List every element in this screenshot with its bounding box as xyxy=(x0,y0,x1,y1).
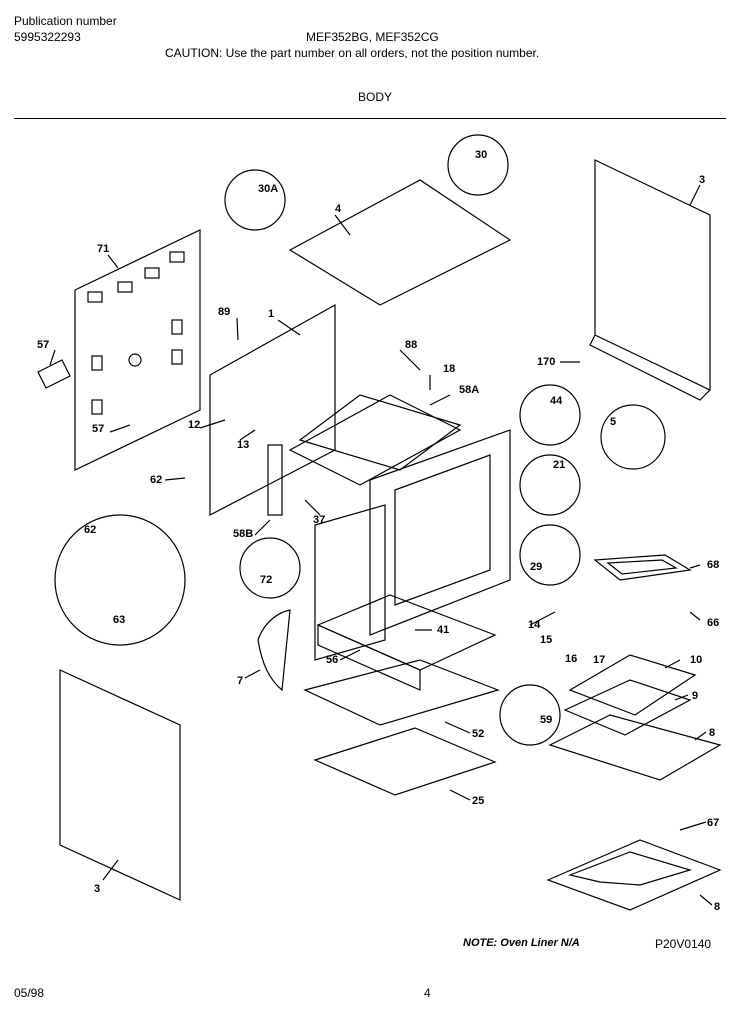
callout-58a: 58A xyxy=(459,384,479,396)
leader-lines xyxy=(49,184,713,906)
callout-30: 30 xyxy=(475,149,487,161)
callout-15: 15 xyxy=(540,634,552,646)
publication-number: 5995322293 xyxy=(14,30,81,44)
oven-cavity-top xyxy=(298,394,462,471)
panel-52 xyxy=(303,659,500,726)
callout-30a: 30A xyxy=(258,183,278,195)
callout-72: 72 xyxy=(260,574,272,586)
callout-58b: 58B xyxy=(233,528,253,540)
callout-57-lower: 57 xyxy=(92,423,104,435)
detail-circle-21 xyxy=(519,454,581,516)
detail-circle-44 xyxy=(519,384,581,446)
callout-67: 67 xyxy=(707,817,719,829)
callout-63: 63 xyxy=(113,614,125,626)
callout-88: 88 xyxy=(405,339,417,351)
callout-170: 170 xyxy=(537,356,555,368)
bracket-57 xyxy=(37,359,71,389)
callout-62-detail: 62 xyxy=(84,524,96,536)
insulation-58b xyxy=(267,444,283,516)
callout-labels: 30A 30 4 3 71 89 1 88 18 58A 57 57 12 13… xyxy=(37,149,720,913)
oven-liner-note: NOTE: Oven Liner N/A xyxy=(463,937,580,949)
callout-14: 14 xyxy=(528,619,541,631)
side-panel-3-bottom-rail xyxy=(589,334,711,401)
side-panel-3-left xyxy=(59,669,181,901)
oven-cavity-back xyxy=(288,394,462,486)
oven-lower-box xyxy=(314,504,386,661)
detail-circle-30 xyxy=(447,134,509,196)
oven-front-frame xyxy=(369,429,511,636)
callout-56: 56 xyxy=(326,654,338,666)
callout-4: 4 xyxy=(335,203,342,215)
callout-17: 17 xyxy=(593,654,605,666)
callout-21: 21 xyxy=(553,459,565,471)
detail-circle-5 xyxy=(600,404,666,470)
broil-element-66 xyxy=(593,554,692,581)
callout-37: 37 xyxy=(313,514,325,526)
panel-25 xyxy=(313,727,497,796)
callout-66: 66 xyxy=(707,617,719,629)
callout-8-tray: 8 xyxy=(714,901,720,913)
callout-3-left: 3 xyxy=(94,883,100,895)
callout-52: 52 xyxy=(472,728,484,740)
callout-7: 7 xyxy=(237,675,243,687)
model-numbers: MEF352BG, MEF352CG xyxy=(306,30,439,44)
broiler-insert-9 xyxy=(563,679,692,736)
top-panel-4 xyxy=(288,179,512,306)
detail-circle-62 xyxy=(54,514,186,646)
callout-89: 89 xyxy=(218,306,230,318)
broil-element-66-inner xyxy=(606,559,678,575)
detail-circle-72 xyxy=(239,537,301,599)
callout-29: 29 xyxy=(530,561,542,573)
callout-10: 10 xyxy=(690,654,702,666)
callout-62-upper: 62 xyxy=(150,474,162,486)
section-title: BODY xyxy=(358,90,393,104)
detail-circle-29 xyxy=(519,524,581,586)
callout-41: 41 xyxy=(437,624,449,636)
detail-circle-59 xyxy=(499,684,561,746)
callout-16: 16 xyxy=(565,653,577,665)
drawing-reference: P20V0140 xyxy=(655,937,712,951)
rear-frame-1 xyxy=(209,303,336,516)
callout-25: 25 xyxy=(472,795,484,807)
oven-front-opening xyxy=(394,454,491,606)
drawer-56 xyxy=(316,594,497,671)
callout-5: 5 xyxy=(610,416,616,428)
header-divider xyxy=(14,118,726,119)
publication-label: Publication number xyxy=(14,14,117,28)
broiler-pan-10 xyxy=(568,654,697,716)
callout-12: 12 xyxy=(188,419,200,431)
bake-element-67 xyxy=(567,851,693,886)
callout-9: 9 xyxy=(692,690,698,702)
page-number: 4 xyxy=(424,986,431,1000)
drawer-56-front xyxy=(317,624,421,691)
callout-1: 1 xyxy=(268,308,274,320)
callout-57-left: 57 xyxy=(37,339,49,351)
caution-text: CAUTION: Use the part number on all orde… xyxy=(165,46,540,60)
callout-44: 44 xyxy=(550,395,563,407)
oven-rack-8 xyxy=(548,714,722,781)
callout-8-rack: 8 xyxy=(709,727,715,739)
publication-date: 05/98 xyxy=(14,986,45,1000)
callout-18: 18 xyxy=(443,363,455,375)
back-panel-vents xyxy=(87,251,185,415)
callout-3-right: 3 xyxy=(699,174,705,186)
callout-13: 13 xyxy=(237,439,249,451)
callout-71: 71 xyxy=(97,243,109,255)
callout-59: 59 xyxy=(540,714,552,726)
back-panel-71 xyxy=(74,229,201,471)
callout-68: 68 xyxy=(707,559,719,571)
detail-circle-30a xyxy=(224,169,286,231)
bake-element-tray-8 xyxy=(546,839,722,911)
trim-7 xyxy=(257,609,291,692)
